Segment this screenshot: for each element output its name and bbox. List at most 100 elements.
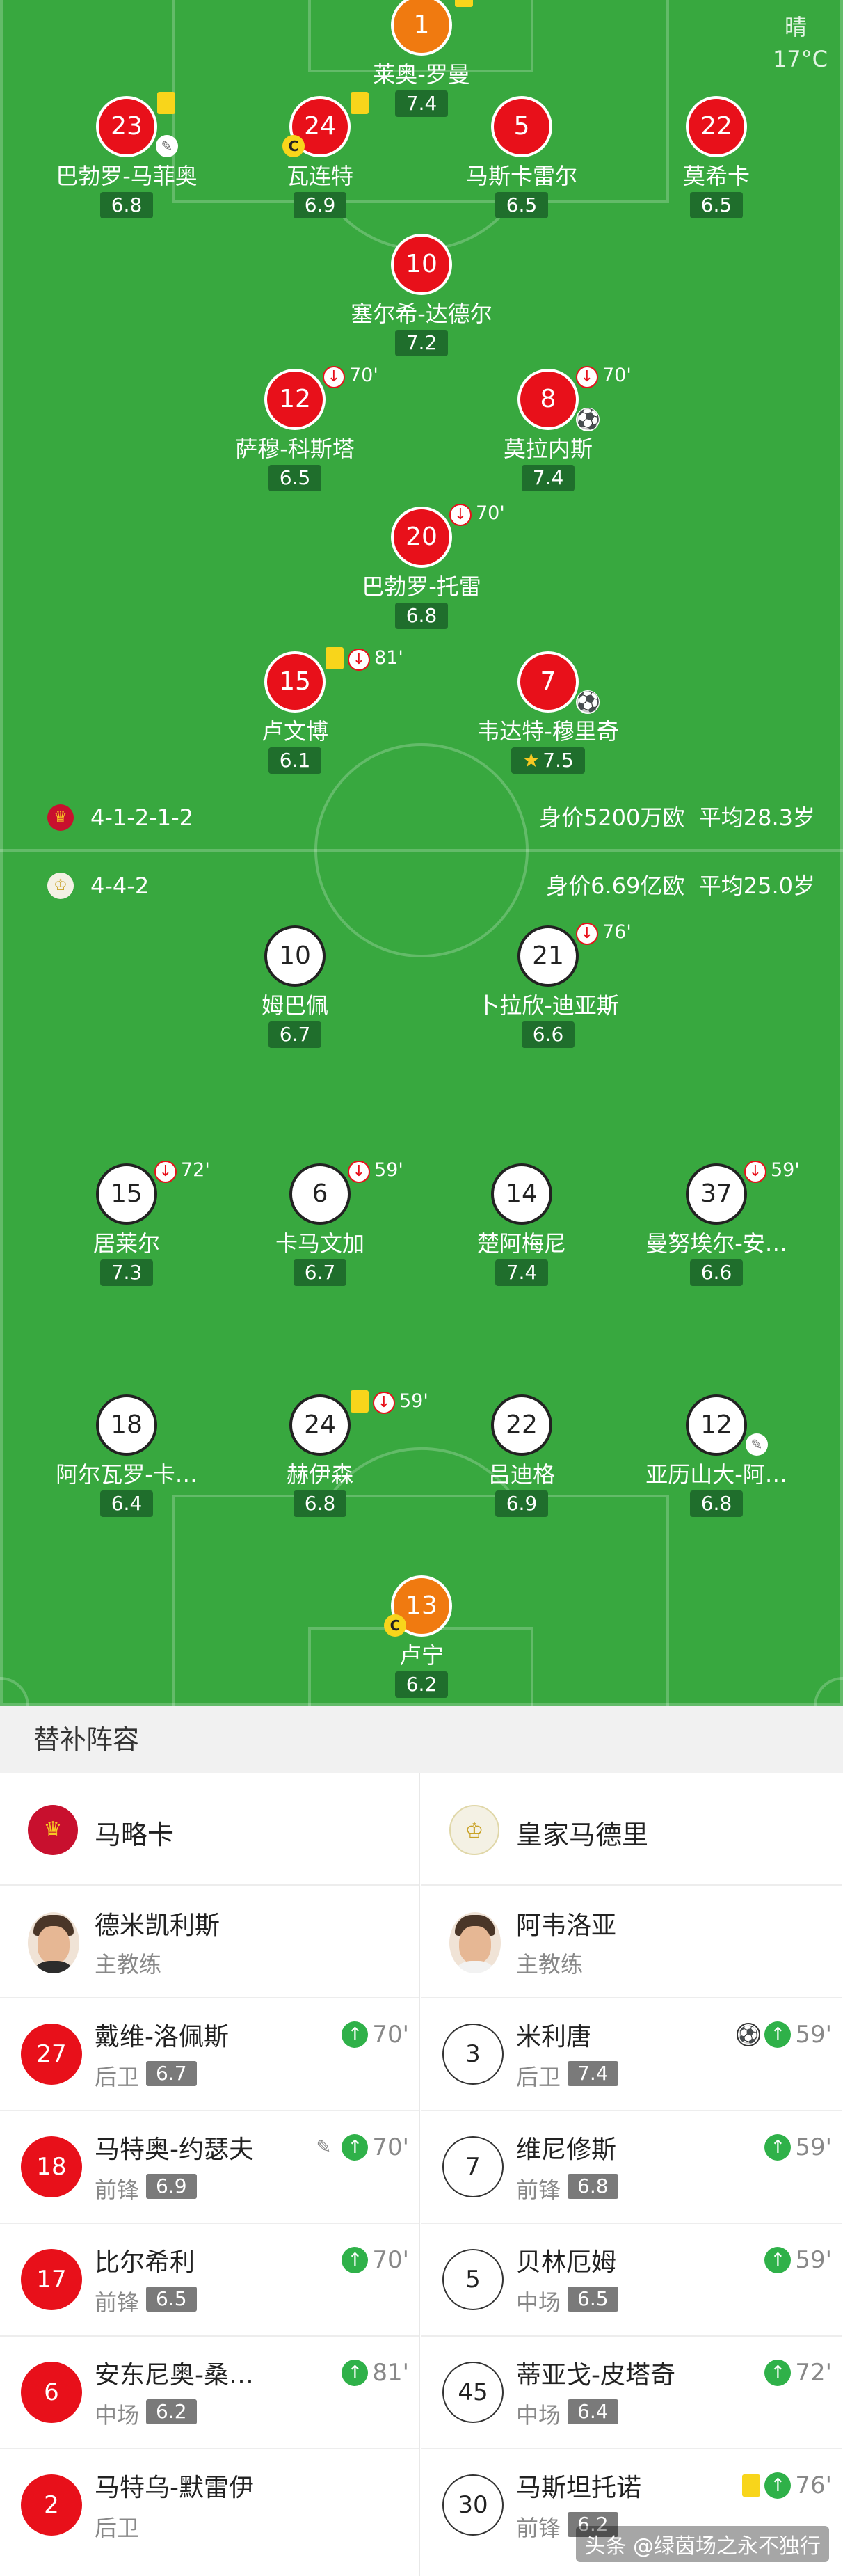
player-name: 莱奥-罗曼 <box>373 61 470 88</box>
coach-avatar <box>28 1912 79 1973</box>
sub-row[interactable]: 2 马特乌-默雷伊 后卫 <box>0 2449 419 2562</box>
coach-role: 主教练 <box>516 1951 584 1978</box>
player-number: 15 <box>264 651 326 713</box>
sub-off-minute: 70' <box>476 502 505 524</box>
home-player-1[interactable]: 1 莱奥-罗曼 7.4 <box>310 0 533 117</box>
sub-position: 中场 <box>516 2289 561 2316</box>
away-subs-column: ♔ 皇家马德里 阿韦洛亚 主教练 3 米利唐 后卫 7.4 ⚽↑59' 7 维尼… <box>421 1773 842 2576</box>
sub-row[interactable]: 6 安东尼奥-桑… 中场 6.2 ↑81' <box>0 2337 419 2449</box>
sub-minute: 70' <box>372 2021 409 2049</box>
sub-in-info: ↑59' <box>764 2132 832 2163</box>
sub-row[interactable]: 18 马特奥-约瑟夫 前锋 6.9 ✎↑70' <box>0 2111 419 2224</box>
player-rating: 6.7 <box>293 1259 347 1286</box>
sub-off-icon: ↓ <box>323 366 345 388</box>
sub-row[interactable]: 7 维尼修斯 前锋 6.8 ↑59' <box>421 2111 842 2224</box>
yellow-card-icon <box>455 0 473 7</box>
sub-row[interactable]: 27 戴维-洛佩斯 后卫 6.7 ↑70' <box>0 1998 419 2111</box>
away-player-37[interactable]: 37 ↓ 59' 曼努埃尔-安… 6.6 <box>605 1159 828 1286</box>
sub-rating: 6.7 <box>146 2061 197 2086</box>
sub-off-icon: ↓ <box>373 1392 395 1414</box>
player-name: 卢宁 <box>399 1642 444 1669</box>
player-rating: 6.8 <box>293 1490 347 1517</box>
coach-role: 主教练 <box>95 1951 162 1978</box>
player-number: 22 <box>491 1394 552 1456</box>
sub-row[interactable]: 3 米利唐 后卫 7.4 ⚽↑59' <box>421 1998 842 2111</box>
sub-off-icon: ↓ <box>449 504 472 526</box>
sub-in-info: ↑81' <box>342 2358 409 2388</box>
player-rating: 6.9 <box>495 1490 549 1517</box>
away-player-12[interactable]: 12 ✎ 亚历山大-阿… 6.8 <box>605 1394 828 1517</box>
sub-row[interactable]: 30 马斯坦托诺 前锋 6.2 ↑76' <box>421 2449 842 2562</box>
away-player-24[interactable]: 24 ↓ 59' 赫伊森 6.8 <box>209 1390 431 1517</box>
home-market-value: 身价5200万欧 <box>538 804 685 831</box>
player-number: 1 <box>391 0 452 56</box>
sub-position: 中场 <box>516 2402 561 2428</box>
sub-off-icon: ↓ <box>744 1161 766 1183</box>
sub-name: 戴维-洛佩斯 <box>95 2023 229 2051</box>
home-player-7[interactable]: 7 ⚽ 韦达特-穆里奇 ★7.5 <box>437 651 659 774</box>
away-player-22[interactable]: 22 吕迪格 6.9 <box>410 1394 633 1517</box>
sub-in-info: ↑70' <box>342 2019 409 2050</box>
player-rating: 6.6 <box>689 1259 744 1286</box>
home-player-24[interactable]: 24 C 瓦连特 6.9 <box>209 92 431 218</box>
player-number: 23 <box>96 96 157 157</box>
sub-rating: 6.5 <box>568 2287 618 2312</box>
coach-name: 德米凯利斯 <box>95 1911 220 1940</box>
sub-position: 前锋 <box>95 2289 140 2316</box>
player-number: 7 <box>517 651 579 713</box>
home-coach-row[interactable]: 德米凯利斯 主教练 <box>0 1886 419 1998</box>
sub-name: 维尼修斯 <box>516 2136 617 2164</box>
rating-value: 7.5 <box>543 749 574 772</box>
player-number: 12 <box>686 1394 747 1456</box>
sub-number: 5 <box>442 2249 504 2310</box>
home-value-age: 身价5200万欧 平均28.3岁 <box>539 800 815 835</box>
sub-minute: 59' <box>795 2133 832 2161</box>
player-number: 21 <box>517 925 579 987</box>
home-player-8[interactable]: 8 ↓ 70' ⚽ 莫拉内斯 7.4 <box>437 365 659 491</box>
sub-in-icon: ↑ <box>342 2247 369 2273</box>
home-player-5[interactable]: 5 马斯卡雷尔 6.5 <box>410 96 633 218</box>
player-number: 37 <box>686 1163 747 1225</box>
sub-row[interactable]: 5 贝林厄姆 中场 6.5 ↑59' <box>421 2224 842 2337</box>
home-player-23[interactable]: 23 ✎ 巴勃罗-马菲奥 6.8 <box>15 92 238 218</box>
away-coach-row[interactable]: 阿韦洛亚 主教练 <box>421 1886 842 1998</box>
sub-position: 前锋 <box>516 2515 561 2541</box>
away-player-18[interactable]: 18 阿尔瓦罗-卡… 6.4 <box>15 1394 238 1517</box>
sub-in-icon: ↑ <box>764 2360 792 2386</box>
away-team-row[interactable]: ♔ 皇家马德里 <box>421 1773 842 1886</box>
sub-rating: 6.9 <box>146 2174 197 2199</box>
player-number: 14 <box>491 1163 552 1225</box>
player-rating: 6.7 <box>268 1021 322 1048</box>
away-player-6[interactable]: 6 ↓ 59' 卡马文加 6.7 <box>209 1159 431 1286</box>
sub-in-icon: ↑ <box>342 2134 369 2161</box>
away-player-10[interactable]: 10 姆巴佩 6.7 <box>184 925 406 1048</box>
home-player-20[interactable]: 20 ↓ 70' 巴勃罗-托雷 6.8 <box>310 502 533 629</box>
away-player-14[interactable]: 14 楚阿梅尼 7.4 <box>410 1163 633 1286</box>
player-number: 24 <box>289 1394 351 1456</box>
player-rating: 6.5 <box>689 192 744 218</box>
watermark: 头条 @绿茵场之永不独行 <box>576 2526 829 2562</box>
home-team-row[interactable]: ♛ 马略卡 <box>0 1773 419 1886</box>
away-player-15[interactable]: 15 ↓ 72' 居莱尔 7.3 <box>15 1159 238 1286</box>
sub-row[interactable]: 17 比尔希利 前锋 6.5 ↑70' <box>0 2224 419 2337</box>
home-player-22[interactable]: 22 莫希卡 6.5 <box>605 96 828 218</box>
home-player-12[interactable]: 12 ↓ 70' 萨穆-科斯塔 6.5 <box>184 365 406 491</box>
home-player-10[interactable]: 10 塞尔希-达德尔 7.2 <box>310 234 533 356</box>
sub-number: 6 <box>21 2362 82 2423</box>
sub-number: 2 <box>21 2474 82 2536</box>
sub-number: 27 <box>21 2024 82 2085</box>
away-player-13[interactable]: 13 C 卢宁 6.2 <box>310 1575 533 1698</box>
sub-row[interactable]: 45 蒂亚戈-皮塔奇 中场 6.4 ↑72' <box>421 2337 842 2449</box>
sub-in-icon: ↑ <box>342 2021 369 2048</box>
sub-number: 7 <box>442 2136 504 2197</box>
sub-name: 贝林厄姆 <box>516 2248 617 2277</box>
player-name: 吕迪格 <box>488 1461 555 1488</box>
player-number: 18 <box>96 1394 157 1456</box>
player-number: 5 <box>491 96 552 157</box>
player-rating: 6.8 <box>99 192 154 218</box>
home-player-15[interactable]: 15 ↓ 81' 卢文博 6.1 <box>184 647 406 774</box>
away-player-21[interactable]: 21 ↓ 76' 卜拉欣-迪亚斯 6.6 <box>437 921 659 1048</box>
player-name: 居莱尔 <box>93 1230 160 1257</box>
mallorca-crest-icon: ♛ <box>28 1805 78 1855</box>
sub-in-info: ✎↑70' <box>310 2132 409 2163</box>
